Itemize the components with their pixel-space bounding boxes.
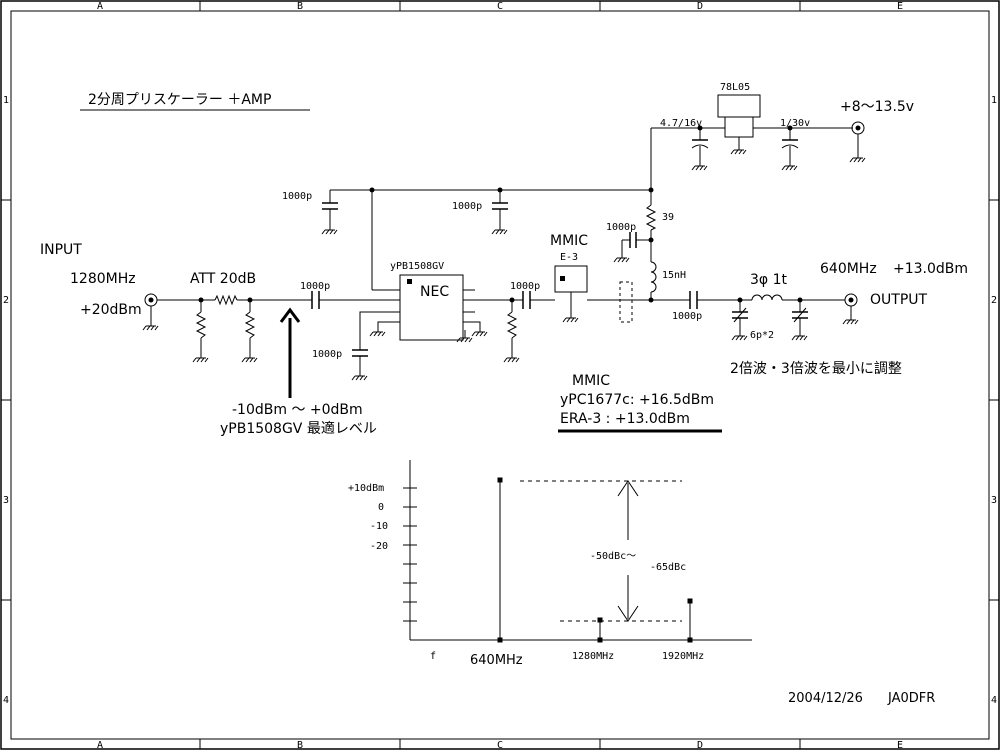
frame-row-2-left: 2 xyxy=(3,295,9,306)
choke-bypass-capacitor xyxy=(613,232,654,263)
suppression-line2: -65dBc xyxy=(650,562,686,573)
tune-note: 2倍波・3倍波を最小に調整 xyxy=(730,361,902,377)
frame-col-b-bottom: B xyxy=(297,740,303,750)
mmic-block-part: E-3 xyxy=(560,252,578,263)
top-left-bypass-capacitor xyxy=(321,190,338,235)
coil-inductor xyxy=(751,294,845,301)
trimmer-capacitor-2 xyxy=(791,297,808,341)
footer-author: JA0DFR xyxy=(887,691,935,706)
spectrum-x-label-1280: 1280MHz xyxy=(572,651,614,662)
spectrum-x-label-640: 640MHz xyxy=(470,653,523,668)
output-capacitor-label: 1000p xyxy=(672,311,702,322)
input-freq: 1280MHz xyxy=(70,271,136,287)
spectrum-line-2nd-harmonic xyxy=(597,617,603,643)
top-mid-bypass-capacitor-label: 1000p xyxy=(452,201,482,212)
voltage-regulator xyxy=(717,94,853,155)
mmic-input-capacitor xyxy=(512,291,555,309)
top-mid-bypass-capacitor xyxy=(491,190,508,235)
spectrum-y-tick-label: -20 xyxy=(370,541,388,552)
page-title: 2分周プリスケーラー ＋AMP xyxy=(88,92,271,108)
footer-date: 2004/12/26 xyxy=(788,691,863,706)
spectrum-x-label-1920: 1920MHz xyxy=(662,651,704,662)
trimmer-label: 6p*2 xyxy=(750,330,774,341)
choke-inductor-label: 15nH xyxy=(662,270,686,281)
att-resistor-series xyxy=(214,294,238,306)
bias-resistor xyxy=(645,190,657,262)
mmic-notes-line1: yPC1677c: +16.5dBm xyxy=(560,392,714,408)
bottom-bypass-capacitor-label: 1000p xyxy=(312,349,342,360)
frame-col-d-top: D xyxy=(697,1,703,12)
mmic-input-capacitor-label: 1000p xyxy=(510,281,540,292)
top-left-bypass-capacitor-label: 1000p xyxy=(282,191,312,202)
frame-col-a-top: A xyxy=(97,1,103,12)
level-arrow xyxy=(279,307,301,398)
bias-resistor-label: 39 xyxy=(662,212,674,223)
frame-row-3-left: 3 xyxy=(3,495,9,506)
mmic-notes-title: MMIC xyxy=(572,373,610,389)
frame-row-3-right: 3 xyxy=(991,495,997,506)
output-freq: 640MHz xyxy=(820,261,877,277)
coil-label: 3φ 1t xyxy=(750,272,788,288)
spectrum-y-tick-label: -10 xyxy=(370,521,388,532)
frame-row-4-right: 4 xyxy=(991,695,997,706)
mmic-amplifier xyxy=(554,265,651,323)
regulator-label: 78L05 xyxy=(720,82,750,93)
ic-part-label: yPB1508GV xyxy=(390,261,444,272)
level-note-line1: -10dBm ～ +0dBm xyxy=(232,402,363,418)
choke-inductor xyxy=(648,261,657,303)
ic-name: NEC xyxy=(420,284,449,300)
ferrite-bead xyxy=(619,281,633,323)
mmic-notes-line2: ERA-3 : +13.0dBm xyxy=(560,411,690,427)
output-label: OUTPUT xyxy=(870,292,928,308)
trimmer-capacitor-1 xyxy=(731,297,748,341)
level-note-line2: yPB1508GV 最適レベル xyxy=(220,420,377,437)
input-capacitor xyxy=(311,291,320,309)
frame-row-2-right: 2 xyxy=(991,295,997,306)
spectrum-x-axis-label: f xyxy=(430,651,436,662)
prescaler-ic xyxy=(359,274,512,350)
frame-row-1-right: 1 xyxy=(991,95,997,106)
output-connector xyxy=(842,293,859,325)
frame-col-a-bottom: A xyxy=(97,740,103,750)
spectrum-line-fundamental xyxy=(497,477,503,643)
spectrum-y-tick-label: 0 xyxy=(378,502,384,513)
suppression-line1: -50dBc～ xyxy=(590,551,636,562)
att-label: ATT 20dB xyxy=(190,271,256,287)
frame-row-4-left: 4 xyxy=(3,695,9,706)
frame-col-c-top: C xyxy=(497,1,503,12)
frame-col-b-top: B xyxy=(297,1,303,12)
spectrum-y-tick-label: +10dBm xyxy=(348,483,384,494)
input-connector xyxy=(142,293,159,331)
spectrum-line-3rd-harmonic xyxy=(687,598,693,643)
frame-col-c-bottom: C xyxy=(497,740,503,750)
spectrum-y-ticks xyxy=(403,487,417,622)
regulator-input-capacitor xyxy=(691,125,709,171)
suppression-arrow xyxy=(617,480,639,622)
frame-col-e-bottom: E xyxy=(897,740,903,750)
regulator-output-capacitor xyxy=(781,125,799,171)
output-level: +13.0dBm xyxy=(893,261,968,277)
interstage-shunt-resistor xyxy=(503,297,520,363)
input-label: INPUT xyxy=(40,242,82,258)
att-resistor-shunt-1 xyxy=(192,297,209,363)
mmic-block-title: MMIC xyxy=(550,233,588,249)
bottom-bypass-capacitor xyxy=(351,349,368,381)
regulator-input-capacitor-label: 4.7/16v xyxy=(660,118,702,129)
frame-row-1-left: 1 xyxy=(3,95,9,106)
att-resistor-shunt-2 xyxy=(241,297,258,363)
supply-voltage: +8～13.5v xyxy=(840,99,914,115)
choke-bypass-capacitor-label: 1000p xyxy=(606,222,636,233)
regulator-output-capacitor-label: 1/30v xyxy=(780,118,810,129)
output-capacitor xyxy=(651,291,752,309)
supply-connector xyxy=(849,121,866,163)
input-level: +20dBm xyxy=(80,302,142,318)
junction-dot xyxy=(369,187,375,193)
spectrum-diagram: +10dBm 0 -10 -20 f 640MHz 1280MHz 1920MH… xyxy=(348,460,752,668)
input-capacitor-label: 1000p xyxy=(300,281,330,292)
frame-col-e-top: E xyxy=(897,1,903,12)
frame-col-d-bottom: D xyxy=(697,740,703,750)
